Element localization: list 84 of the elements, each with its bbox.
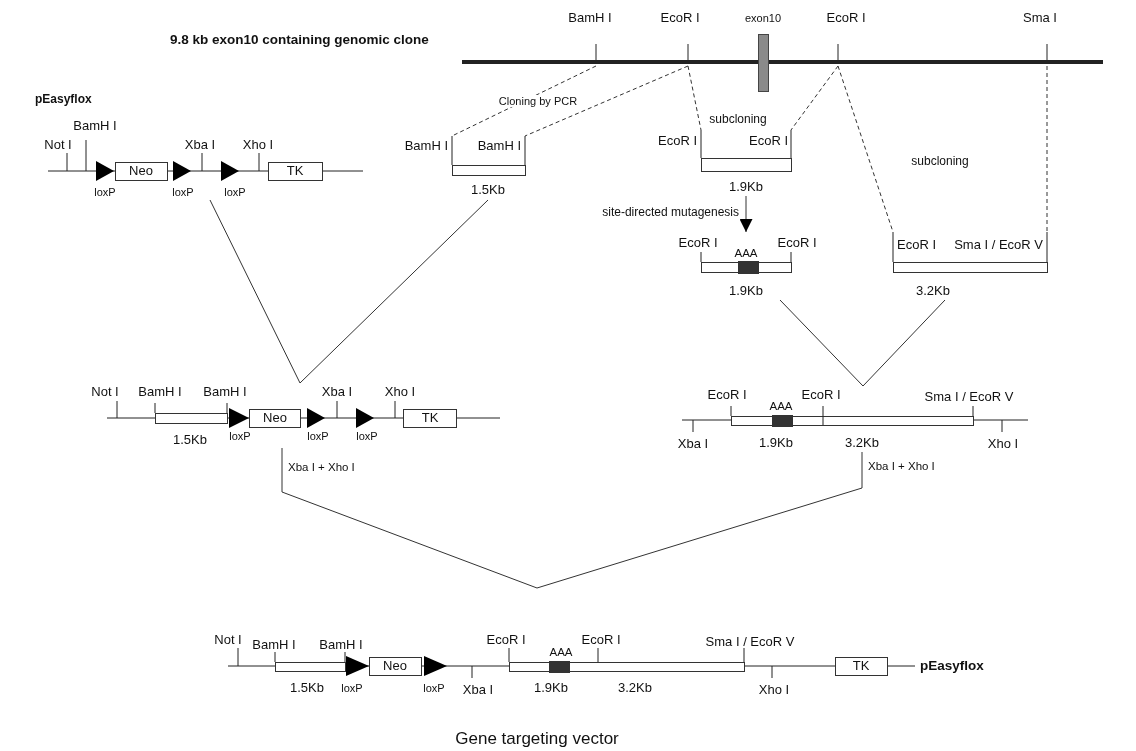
restriction-site-label: EcoR I <box>777 235 817 251</box>
fragment-size-label: 1.5Kb <box>471 182 505 198</box>
restriction-site-label: BamH I <box>203 384 247 400</box>
construct-title: 9.8 kb exon10 containing genomic clone <box>170 32 429 48</box>
gene-label: Neo <box>129 163 153 179</box>
restriction-site-label: Xho I <box>987 436 1019 452</box>
restriction-site-label: EcoR I <box>801 387 841 403</box>
restriction-site-label: EcoR I <box>658 133 697 149</box>
fragment-size-label: 1.9Kb <box>729 179 763 195</box>
mutation-label: AAA <box>549 645 573 659</box>
edge-label: Xba I + Xho I <box>287 460 356 474</box>
dashed-connector <box>790 65 839 131</box>
edge-label: Cloning by PCR <box>497 94 579 108</box>
restriction-site-label: EcoR I <box>707 387 747 403</box>
restriction-site-label: Xho I <box>242 137 274 153</box>
restriction-site-label: Sma I / EcoR V <box>954 237 1043 253</box>
fragment-size-label: 1.5Kb <box>173 432 207 448</box>
loxp-label: loxP <box>224 185 246 199</box>
restriction-site-label: Xho I <box>384 384 416 400</box>
fragment-size-label: 1.9Kb <box>729 283 763 299</box>
fragment-size-label: 1.9Kb <box>759 435 793 451</box>
loxp-label: loxP <box>356 429 378 443</box>
restriction-site-label: BamH I <box>138 384 182 400</box>
restriction-site-label: Sma I / EcoR V <box>924 389 1014 405</box>
loxp-label: loxP <box>229 429 251 443</box>
restriction-site-label: EcoR I <box>581 632 621 648</box>
restriction-site-label: BamH I <box>404 138 448 154</box>
connector-line <box>862 299 946 387</box>
connector-line <box>536 451 863 589</box>
restriction-site-label: Xba I <box>462 682 494 698</box>
gene-label: Neo <box>383 658 407 674</box>
arrow <box>739 195 753 233</box>
dashed-connector <box>451 65 597 137</box>
vector-name: pEasyflox <box>35 93 92 107</box>
restriction-site-label: BamH I <box>252 637 296 653</box>
edge-label: subcloning <box>910 155 970 169</box>
loxp-label: loxP <box>94 185 116 199</box>
restriction-site-label: Xba I <box>321 384 353 400</box>
fragment-size-label: 3.2Kb <box>618 680 652 696</box>
edge-label: Xba I + Xho I <box>867 459 936 473</box>
gene-label: Neo <box>263 410 287 426</box>
restriction-site-label: Sma I / EcoR V <box>705 634 795 650</box>
fragment-size-label: 1.9Kb <box>534 680 568 696</box>
fragment-size-label: 3.2Kb <box>916 283 950 299</box>
fragment-size-label: 1.5Kb <box>290 680 324 696</box>
gene-label: TK <box>852 658 870 674</box>
edge-label: site-directed mutagenesis <box>601 206 740 220</box>
restriction-site-label: EcoR I <box>660 10 700 26</box>
connector-line <box>779 299 864 387</box>
restriction-site-label: EcoR I <box>897 237 936 253</box>
restriction-site-label: Not I <box>214 632 242 648</box>
mutation-label: AAA <box>769 399 793 413</box>
restriction-site-label: EcoR I <box>486 632 526 648</box>
loxp-label: loxP <box>307 429 329 443</box>
dashed-connector <box>1046 65 1048 233</box>
dashed-connector <box>524 65 689 137</box>
restriction-site-label: BamH I <box>319 637 363 653</box>
figure-caption: Gene targeting vector <box>455 729 619 749</box>
restriction-site-label: Xba I <box>184 137 216 153</box>
restriction-site-label: BamH I <box>73 118 117 134</box>
restriction-site-label: Xho I <box>758 682 790 698</box>
loxp-label: loxP <box>423 681 445 695</box>
restriction-site-label: EcoR I <box>749 133 788 149</box>
exon-label: exon10 <box>744 11 782 25</box>
gene-label: TK <box>286 163 304 179</box>
restriction-site-label: Sma I <box>1023 10 1057 26</box>
restriction-site-label: Xba I <box>677 436 709 452</box>
loxp-label: loxP <box>341 681 363 695</box>
connector-line <box>209 199 301 384</box>
vector-name: pEasyflox <box>920 658 984 674</box>
loxp-label: loxP <box>172 185 194 199</box>
gene-label: TK <box>421 410 439 426</box>
restriction-site-label: Not I <box>91 384 119 400</box>
connector-line <box>281 447 538 589</box>
connector-line <box>299 199 489 384</box>
restriction-site-label: EcoR I <box>826 10 866 26</box>
fragment-size-label: 3.2Kb <box>845 435 879 451</box>
restriction-site-label: BamH I <box>477 138 521 154</box>
restriction-site-label: EcoR I <box>678 235 718 251</box>
edge-label: subcloning <box>708 113 768 127</box>
mutation-label: AAA <box>734 246 758 260</box>
restriction-site-label: Not I <box>44 137 72 153</box>
dashed-connector <box>687 65 702 131</box>
restriction-site-label: BamH I <box>568 10 612 26</box>
